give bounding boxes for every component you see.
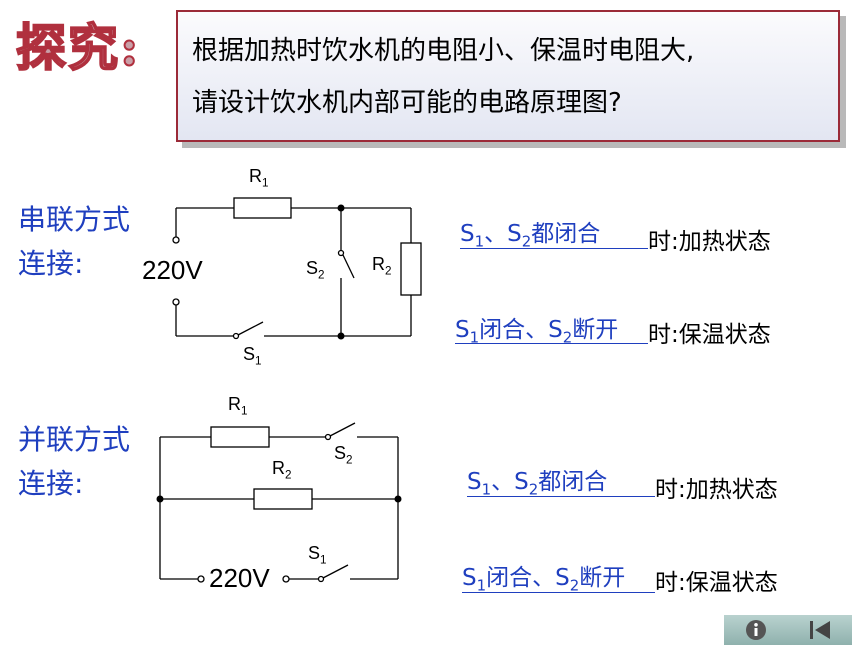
parallel-keeping-underline <box>462 592 655 593</box>
switch-s2-blade <box>329 422 356 437</box>
series-keeping-answer: S1闭合、S2断开 <box>455 317 619 347</box>
parallel-heating-suffix: 时:加热状态 <box>655 477 778 503</box>
series-voltage-label: 220V <box>142 255 203 285</box>
switch-s1-pivot <box>317 575 325 583</box>
series-heating-underline <box>460 248 648 249</box>
junction <box>337 204 345 212</box>
heading-word: 探究: <box>15 17 141 78</box>
switch-s2-blade <box>342 254 355 279</box>
junction <box>394 495 402 503</box>
series-r1-label: R1 <box>249 166 269 190</box>
junction <box>337 332 345 340</box>
switch-s1-blade <box>237 321 264 336</box>
parallel-keeping-suffix: 时:保温状态 <box>655 570 778 596</box>
parallel-label-line-1: 并联方式 <box>18 423 131 456</box>
series-s1-label: S1 <box>243 344 262 368</box>
switch-s1-pivot <box>232 332 240 340</box>
parallel-r1-label: R1 <box>228 394 248 418</box>
parallel-label-line-2: 连接: <box>18 467 84 500</box>
question-line-2: 请设计饮水机内部可能的电路原理图? <box>192 88 622 118</box>
junction <box>156 495 164 503</box>
parallel-s1-label: S1 <box>308 543 327 567</box>
terminal <box>197 575 205 583</box>
resistor-r2 <box>253 488 313 510</box>
first-slide-button[interactable] <box>788 615 852 645</box>
resistor-r1 <box>210 426 270 448</box>
question-box: 根据加热时饮水机的电阻小、保温时电阻大, 请设计饮水机内部可能的电路原理图? <box>176 10 840 142</box>
parallel-heating-underline <box>467 496 655 497</box>
switch-s2-pivot <box>324 433 332 441</box>
series-heating-answer: S1、S2都闭合 <box>460 221 601 251</box>
switch-s2-pivot <box>337 249 345 257</box>
question-line-1: 根据加热时饮水机的电阻小、保温时电阻大, <box>192 36 695 66</box>
parallel-s2-label: S2 <box>334 443 353 467</box>
series-label: 串联方式 连接: <box>18 198 130 286</box>
first-slide-icon <box>810 621 830 639</box>
terminal <box>282 575 290 583</box>
info-button[interactable] <box>724 615 788 645</box>
series-r2-label: R2 <box>372 254 392 278</box>
slide-nav-bar <box>724 615 852 645</box>
info-icon <box>746 620 766 640</box>
series-keeping-suffix: 时:保温状态 <box>648 322 771 348</box>
terminal <box>172 236 180 244</box>
parallel-r2-label: R2 <box>272 458 292 482</box>
series-s2-label: S2 <box>306 258 325 282</box>
series-keeping-underline <box>455 343 648 344</box>
parallel-keeping-answer: S1闭合、S2断开 <box>462 565 626 595</box>
switch-s1-blade <box>322 564 349 579</box>
series-label-line-2: 连接: <box>18 247 84 280</box>
series-heating-suffix: 时:加热状态 <box>648 229 771 255</box>
series-label-line-1: 串联方式 <box>18 203 131 236</box>
parallel-voltage-label: 220V <box>209 563 270 593</box>
parallel-label: 并联方式 连接: <box>18 418 130 506</box>
parallel-heating-answer: S1、S2都闭合 <box>467 469 608 499</box>
